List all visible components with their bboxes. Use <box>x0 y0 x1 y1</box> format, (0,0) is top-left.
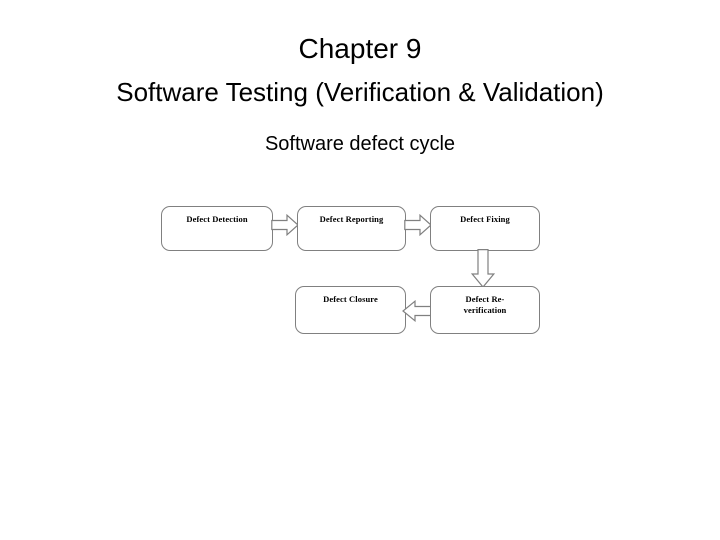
node-defect-detection-label: Defect Detection <box>186 214 248 224</box>
node-defect-reporting-label: Defect Reporting <box>319 214 384 224</box>
node-defect-detection[interactable]: Defect Detection <box>161 206 273 251</box>
node-defect-fixing-label: Defect Fixing <box>460 214 510 224</box>
node-defect-reporting[interactable]: Defect Reporting <box>297 206 406 251</box>
arrow-fixing-to-reverification-icon <box>471 249 495 288</box>
chapter-title: Chapter 9 <box>298 33 422 64</box>
node-defect-fixing[interactable]: Defect Fixing <box>430 206 540 251</box>
arrow-reporting-to-fixing-icon <box>404 214 432 236</box>
subject-title: Software Testing (Verification & Validat… <box>116 77 604 107</box>
node-defect-closure[interactable]: Defect Closure <box>295 286 406 334</box>
arrow-detection-to-reporting-icon <box>271 214 299 236</box>
node-defect-reverification[interactable]: Defect Re- verification <box>430 286 540 334</box>
section-title: Software defect cycle <box>264 133 456 155</box>
node-defect-closure-label: Defect Closure <box>323 294 378 304</box>
node-defect-reverification-label: Defect Re- verification <box>463 294 507 315</box>
